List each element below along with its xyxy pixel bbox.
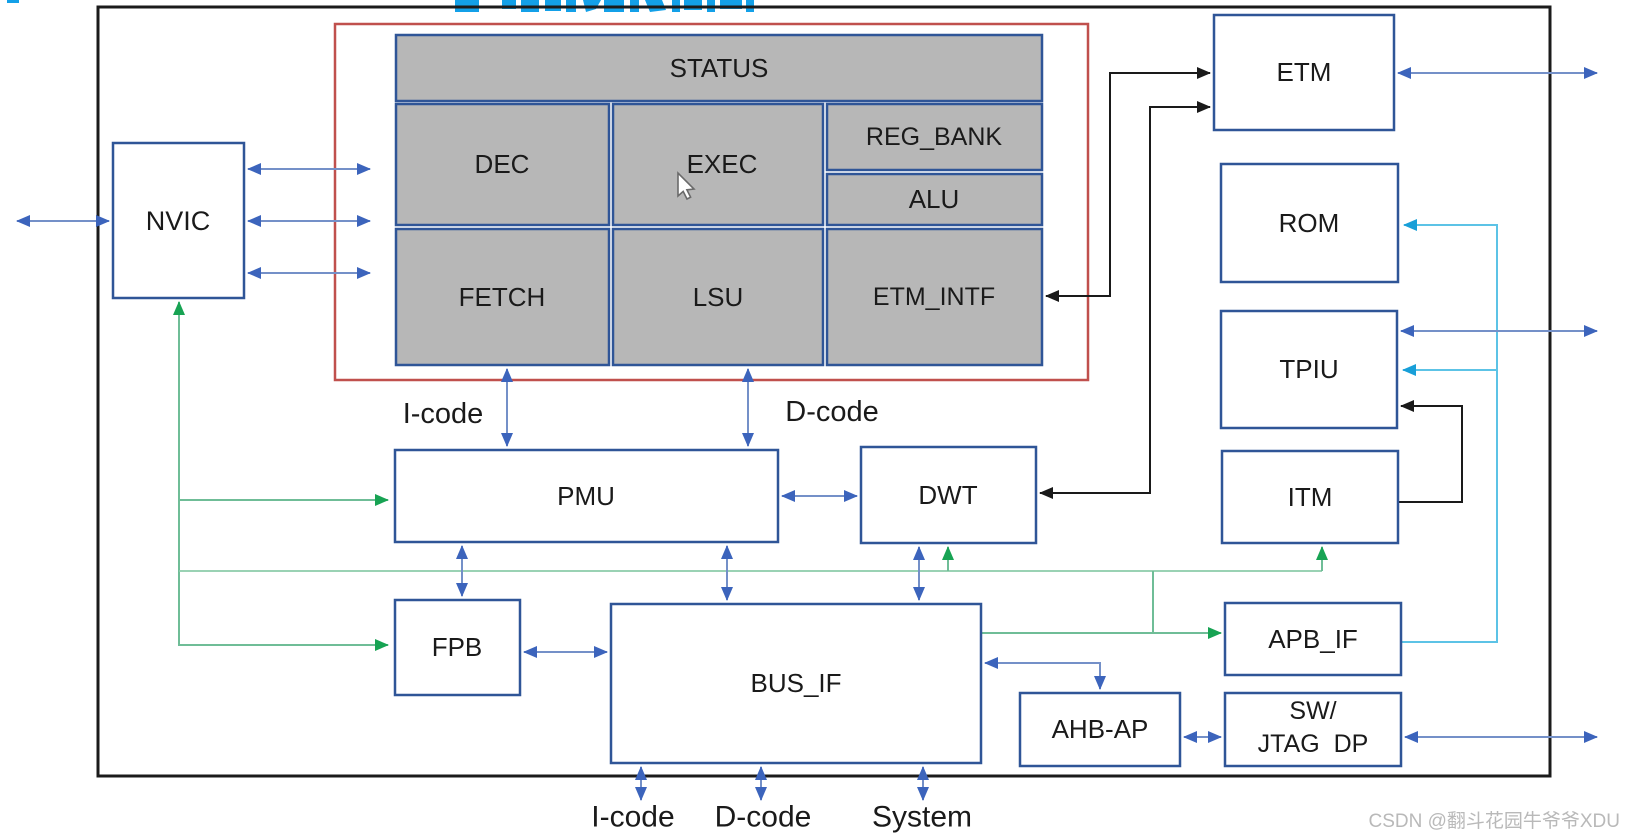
fpb-label: FPB xyxy=(432,632,483,662)
csdn-watermark: CSDN @翻斗花园牛爷爷XDU xyxy=(1368,810,1620,832)
sw-jtag-dp-label-line2: JTAG DP xyxy=(1258,730,1369,758)
fetch-block xyxy=(394,227,611,367)
exec-block xyxy=(611,102,825,227)
cyan-line-apbif-rom xyxy=(1402,219,1498,643)
etm-intf-label: ETM_INTF xyxy=(873,283,995,311)
dwt-label: DWT xyxy=(918,480,977,510)
dcode-top-label: D-code xyxy=(785,396,879,428)
dec-label: DEC xyxy=(475,149,530,179)
bus-labels: I-code D-code I-code D-code System xyxy=(403,396,972,834)
etm-label: ETM xyxy=(1277,57,1332,87)
reg-bank-block xyxy=(825,102,1044,172)
lsu-block xyxy=(611,227,825,367)
dwt-block xyxy=(859,445,1038,545)
sw-jtag-dp-label-line1: SW/ xyxy=(1289,697,1336,725)
fpb-block xyxy=(393,598,522,697)
dec-block xyxy=(394,102,611,227)
alu-label: ALU xyxy=(909,184,960,214)
black-connections xyxy=(1039,67,1463,503)
dcode-bottom-label: D-code xyxy=(715,801,812,834)
peripheral-blocks: NVIC ETM ROM TPIU ITM PMU DWT FPB BUS_IF… xyxy=(111,13,1403,768)
itm-label: ITM xyxy=(1288,482,1333,512)
lsu-label: LSU xyxy=(693,282,744,312)
alu-block xyxy=(825,172,1044,227)
rom-block xyxy=(1219,162,1400,284)
pmu-block xyxy=(393,448,780,544)
tpiu-label: TPIU xyxy=(1279,354,1338,384)
status-label: STATUS xyxy=(670,53,769,83)
reg-bank-label: REG_BANK xyxy=(866,123,1002,151)
black-line-itm-tpiu xyxy=(1398,400,1463,503)
black-line-dwt-etm xyxy=(1039,101,1211,499)
cyan-connections xyxy=(1402,219,1498,643)
arrow-busif-ahbap xyxy=(984,657,1106,690)
tpiu-block xyxy=(1219,309,1399,430)
blue-connections xyxy=(16,67,1598,801)
bus-if-label: BUS_IF xyxy=(750,668,841,698)
icode-bottom-label: I-code xyxy=(591,801,674,834)
chip-boundary xyxy=(96,5,1552,778)
etm-intf-block xyxy=(825,227,1044,367)
nvic-label: NVIC xyxy=(146,206,211,236)
itm-block xyxy=(1220,449,1400,545)
apb-if-label: APB_IF xyxy=(1268,624,1358,654)
status-block xyxy=(394,33,1044,103)
mouse-cursor xyxy=(677,171,696,201)
ahb-ap-label: AHB-AP xyxy=(1052,714,1149,744)
apb-if-block xyxy=(1223,601,1403,677)
nvic-block xyxy=(111,141,246,300)
green-line-nvic-fpb xyxy=(173,301,389,651)
pmu-label: PMU xyxy=(557,481,615,511)
etm-block xyxy=(1212,13,1396,132)
exec-label: EXEC xyxy=(687,149,758,179)
core-grid: STATUS DEC EXEC REG_BANK ALU FETCH LSU E… xyxy=(394,33,1044,367)
ahb-ap-block xyxy=(1018,691,1182,768)
green-connections xyxy=(173,301,1328,651)
fetch-label: FETCH xyxy=(459,282,546,312)
icode-top-label: I-code xyxy=(403,398,484,430)
rom-label: ROM xyxy=(1279,208,1340,238)
bus-if-block xyxy=(609,602,983,765)
sw-jtag-dp-block xyxy=(1223,691,1403,768)
system-label: System xyxy=(872,801,972,834)
